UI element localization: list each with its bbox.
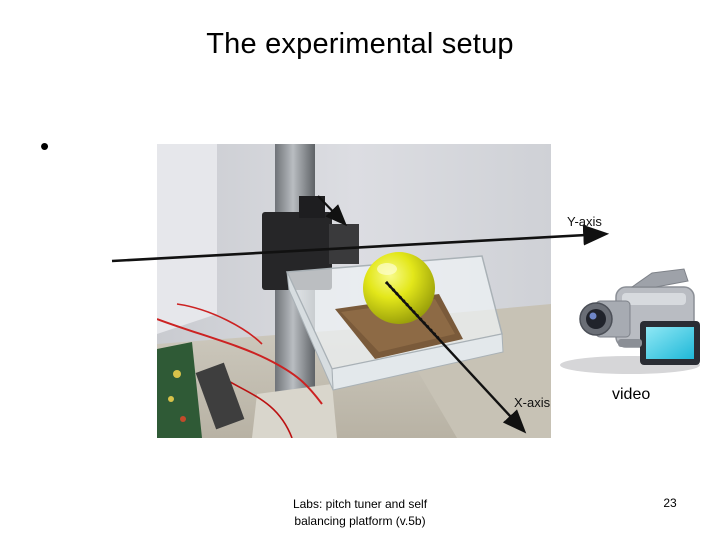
setup-photo (157, 144, 551, 438)
slide-footer: Labs: pitch tuner and self balancing pla… (260, 496, 460, 530)
camera-label: video (612, 386, 651, 403)
y-axis-label: Y-axis (567, 214, 602, 229)
page-number: 23 (663, 496, 677, 510)
x-axis-label: X-axis (514, 395, 551, 410)
footer-line-1: Labs: pitch tuner and self (292, 497, 428, 511)
footer-line-2: balancing platform (v.5b) (294, 514, 426, 528)
bullet-marker: • (40, 131, 50, 161)
slide-title: The experimental setup (206, 28, 514, 60)
video-camera-icon (560, 268, 700, 374)
